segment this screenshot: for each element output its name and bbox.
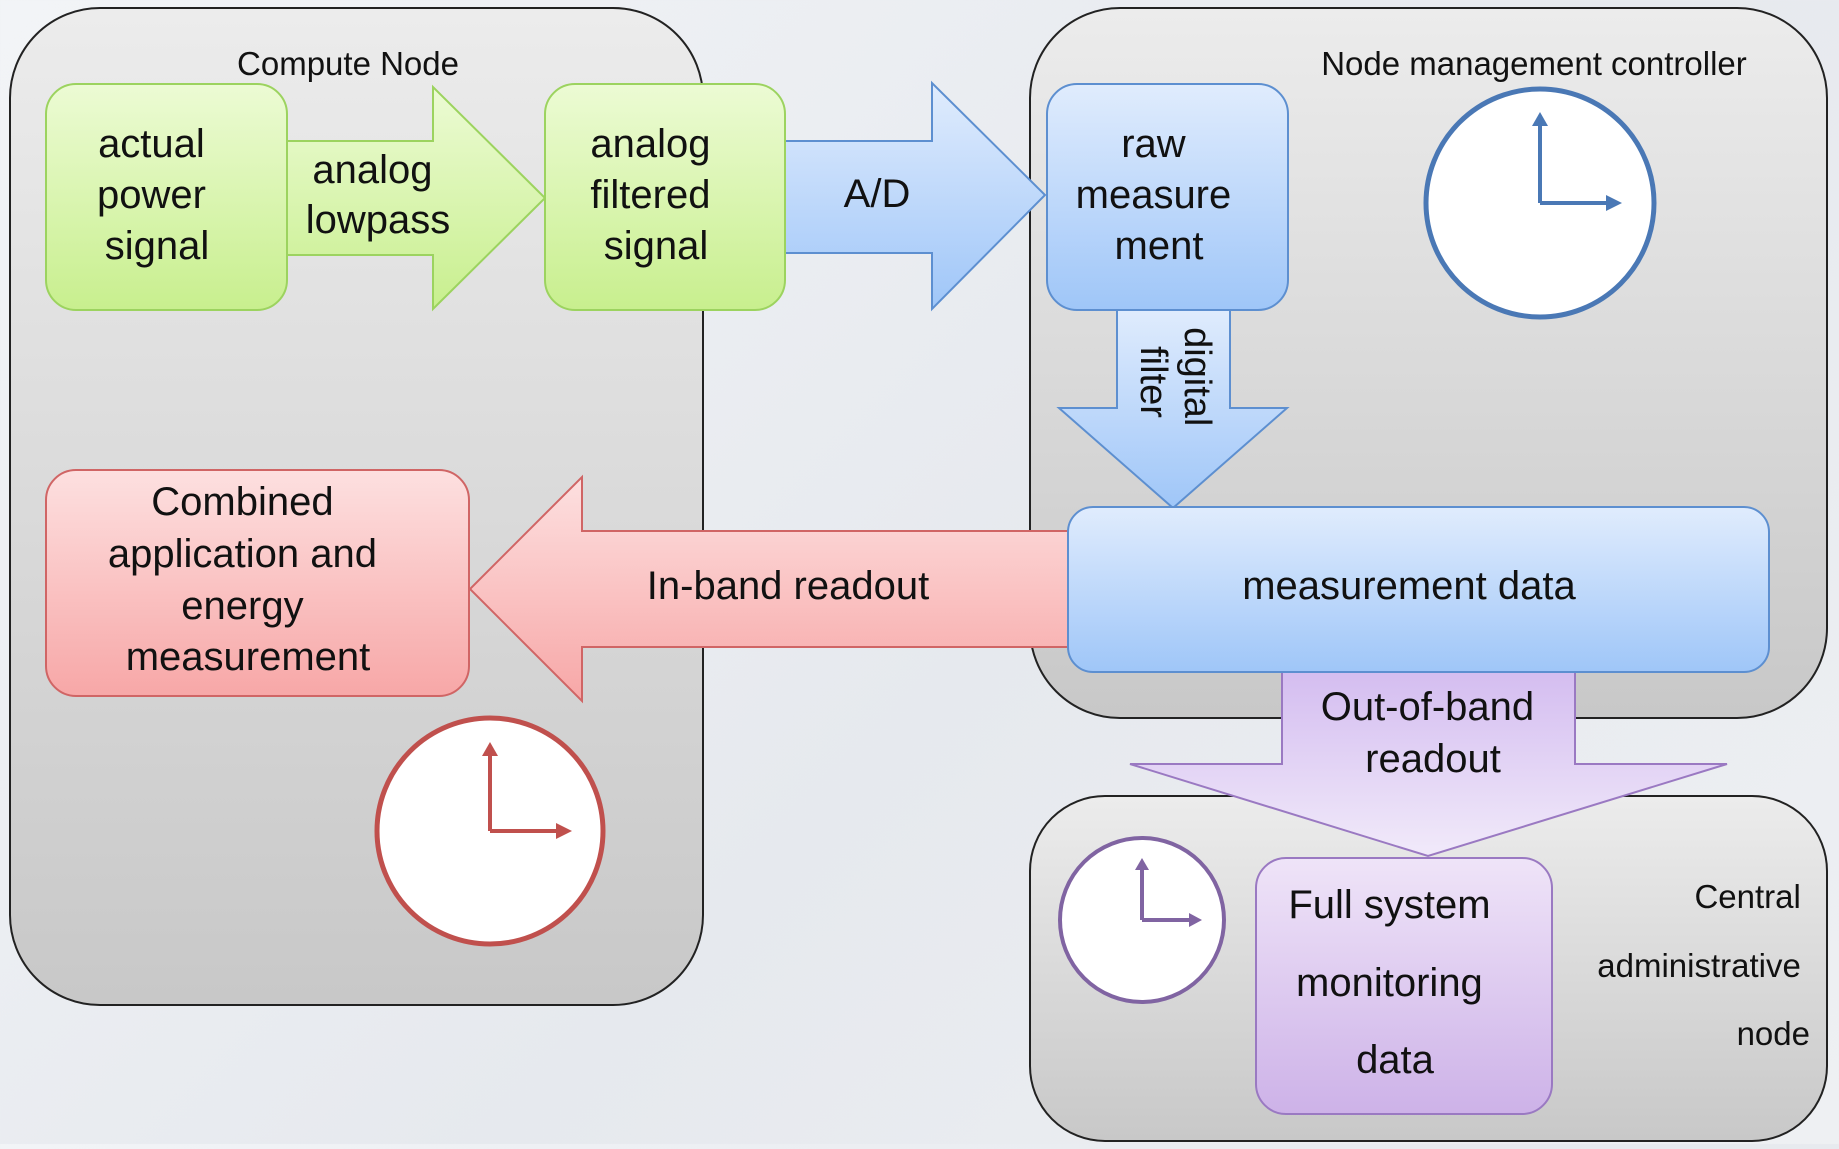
actual-power-line-3: signal: [105, 224, 210, 268]
raw-measurement-line-2: measure: [1076, 173, 1232, 217]
combined-line-2: application and: [108, 532, 377, 576]
combined-line-4: measurement: [126, 635, 371, 679]
analog-lowpass-label: analog lowpass: [306, 148, 451, 242]
central-admin-line-1: Central: [1694, 878, 1800, 915]
in-band-arrow: [468, 474, 1069, 704]
measurement-data-label: measurement data: [1242, 564, 1576, 608]
full-system-line-1: Full system: [1288, 883, 1490, 927]
digital-filter-arrow: [1056, 307, 1290, 510]
combined-line-1: Combined: [151, 480, 333, 524]
raw-measurement-line-1: raw: [1121, 122, 1186, 166]
full-system-line-3: data: [1356, 1038, 1435, 1082]
full-system-label: Full system monitoring data: [1288, 883, 1501, 1082]
clock-icon-central: [1058, 836, 1226, 1004]
actual-power-label: actual power signal: [97, 122, 217, 268]
digital-filter-label: digital filter: [1132, 327, 1218, 437]
compute-node-title: Compute Node: [237, 45, 459, 82]
ad-arrow: [784, 80, 1047, 312]
combined-label: Combined application and energy measurem…: [108, 480, 388, 679]
node-mgmt-title: Node management controller: [1321, 45, 1747, 82]
full-system-box: [1255, 857, 1553, 1115]
actual-power-box: [45, 83, 288, 311]
analog-lowpass-line-1: analog: [312, 148, 432, 192]
out-of-band-line-1: Out-of-band: [1321, 685, 1534, 729]
analog-filtered-line-1: analog: [590, 122, 710, 166]
actual-power-line-1: actual: [98, 122, 205, 166]
analog-filtered-line-2: filtered: [590, 173, 710, 217]
raw-measurement-label: raw measure ment: [1076, 122, 1243, 268]
digital-filter-line-1: digital: [1176, 327, 1218, 426]
in-band-label: In-band readout: [647, 564, 929, 608]
clock-icon-controller: [1423, 86, 1657, 320]
analog-lowpass-arrow: [286, 84, 547, 312]
analog-filtered-box: [544, 83, 786, 311]
actual-power-line-2: power: [97, 173, 206, 217]
ad-label: A/D: [844, 172, 911, 216]
clock-icon-compute: [374, 715, 606, 947]
combined-box: [45, 469, 470, 697]
measurement-data-box: [1067, 506, 1770, 673]
central-admin-label: Central administrative node: [1597, 878, 1810, 1052]
out-of-band-line-2: readout: [1365, 737, 1501, 781]
full-system-line-2: monitoring: [1296, 961, 1483, 1005]
analog-filtered-line-3: signal: [604, 224, 709, 268]
out-of-band-arrow: [1129, 671, 1728, 858]
raw-measurement-box: [1046, 83, 1289, 311]
analog-filtered-label: analog filtered signal: [590, 122, 721, 268]
combined-line-3: energy: [181, 584, 303, 628]
central-admin-line-2: administrative: [1597, 947, 1801, 984]
central-admin-line-3: node: [1737, 1015, 1810, 1052]
raw-measurement-line-3: ment: [1115, 224, 1204, 268]
analog-lowpass-line-2: lowpass: [306, 198, 451, 242]
digital-filter-line-2: filter: [1132, 346, 1174, 418]
out-of-band-label: Out-of-band readout: [1321, 685, 1546, 781]
